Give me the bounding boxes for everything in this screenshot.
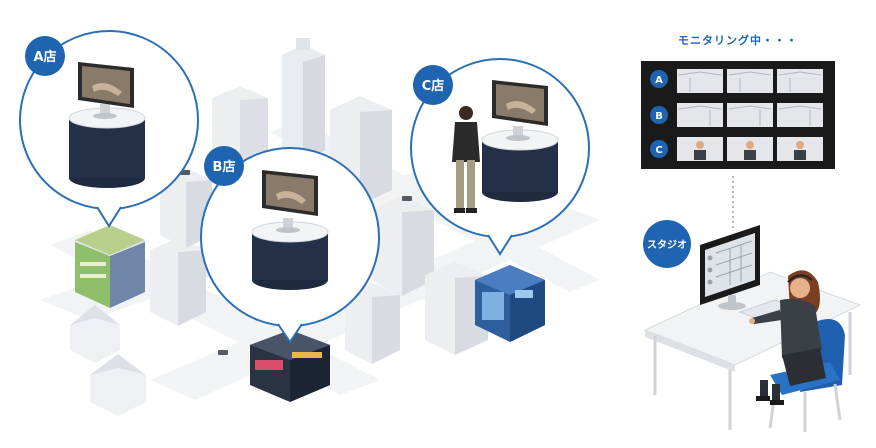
store-c-bubble: C店: [410, 58, 590, 256]
monitor-wall: モニタリング中・・・ A B: [641, 33, 835, 169]
customer-figure: [452, 106, 480, 213]
store-b-bubble: B店: [200, 146, 380, 344]
store-b-label: B店: [213, 159, 236, 175]
store-c-display-counter: [481, 80, 559, 202]
monitor-row-c: C: [650, 137, 823, 161]
store-c-building: [475, 265, 545, 342]
store-a-building: [75, 225, 145, 308]
tower-building: [282, 38, 325, 162]
store-b-building: [250, 330, 330, 402]
monitor-row-c-label: C: [655, 145, 662, 156]
store-c-badge: C店: [413, 65, 453, 105]
store-b-display-counter: [251, 170, 329, 290]
studio-label: スタジオ: [647, 239, 687, 251]
operator-faces: [694, 141, 806, 160]
studio-badge: スタジオ: [643, 220, 691, 268]
studio-operator: [749, 270, 826, 405]
monitor-row-b-label: B: [655, 111, 663, 122]
monitor-row-a-label: A: [655, 75, 663, 86]
studio-scene: スタジオ: [643, 220, 862, 432]
store-c-label: C店: [422, 78, 445, 94]
store-b-badge: B店: [204, 146, 244, 186]
monitor-row-b: B: [650, 103, 823, 127]
monitoring-title: モニタリング中・・・: [678, 33, 798, 47]
store-a-display-counter: [68, 62, 146, 188]
studio-monitor: [700, 225, 760, 310]
store-a-bubble: A店: [19, 30, 199, 228]
monitor-row-a: A: [650, 69, 823, 93]
store-a-label: A店: [33, 49, 56, 65]
store-a-badge: A店: [25, 36, 65, 76]
houses: [70, 305, 146, 416]
